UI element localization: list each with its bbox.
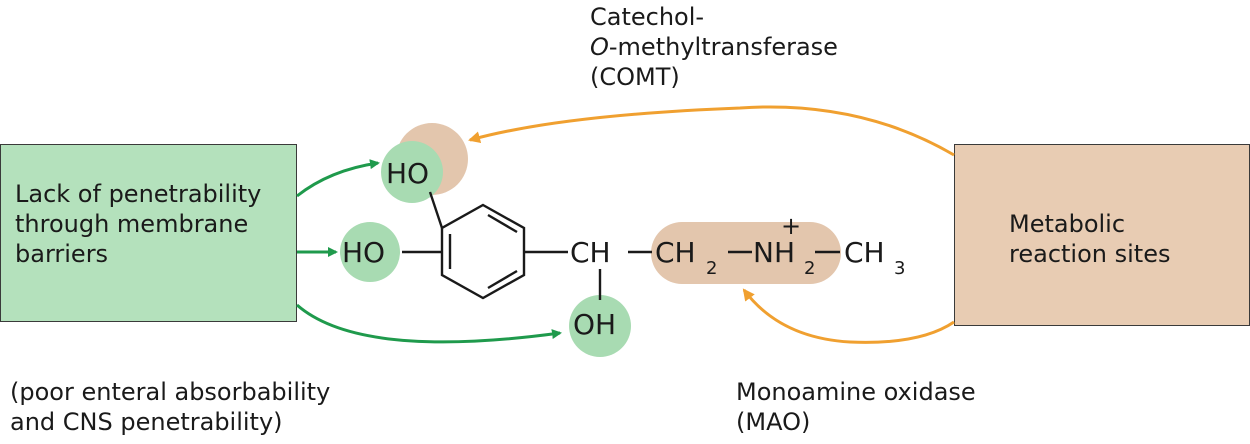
green-arrow-to-ho-top xyxy=(296,159,380,198)
ho-left-highlight xyxy=(340,222,400,282)
molecule-bonds xyxy=(402,191,840,300)
ch3-subscript: 3 xyxy=(894,258,905,279)
membrane-barrier-box: Lack of penetrability through membrane b… xyxy=(0,144,297,322)
mao-label: Monoamine oxidase (MAO) xyxy=(736,377,976,437)
oh-highlight xyxy=(569,295,631,357)
comt-line2-rest: -methyltransferase xyxy=(608,33,838,61)
metabolic-sites-label: Metabolic reaction sites xyxy=(1009,209,1170,269)
bond-ring-ho-top xyxy=(428,191,444,229)
comt-label: Catechol- O-methyltransferase (COMT) xyxy=(590,2,838,92)
ch2-text: CH xyxy=(655,236,696,269)
absorbability-note: (poor enteral absorbability and CNS pene… xyxy=(10,377,330,437)
ho-top-text: HO xyxy=(386,157,429,190)
mao-arrow xyxy=(742,288,955,344)
comt-arrow xyxy=(468,105,955,157)
nh2-text: NH xyxy=(753,236,795,269)
mao-line1: Monoamine oxidase xyxy=(736,378,976,406)
nh2-subscript: 2 xyxy=(804,258,815,279)
benzene-ring xyxy=(440,203,526,300)
comt-line2: O-methyltransferase xyxy=(590,32,838,62)
metabolic-sites-box: Metabolic reaction sites xyxy=(954,144,1250,326)
nh2-charge: + xyxy=(781,212,801,240)
bottom-left-line1: (poor enteral absorbability xyxy=(10,378,331,406)
right-box-line1: Metabolic xyxy=(1009,210,1126,238)
ch3-text: CH xyxy=(844,236,885,269)
ch-text: CH xyxy=(570,236,611,269)
ho-top-highlight xyxy=(381,141,443,203)
bottom-left-line2: and CNS penetrability) xyxy=(10,408,283,436)
left-box-line3: barriers xyxy=(15,240,109,268)
right-box-line2: reaction sites xyxy=(1009,240,1171,268)
left-box-line2: through membrane xyxy=(15,210,249,238)
mao-line2: (MAO) xyxy=(736,408,811,436)
comt-line1: Catechol- xyxy=(590,3,705,31)
green-arrow-to-oh xyxy=(296,303,562,344)
comt-line2-italic: O xyxy=(590,33,609,61)
left-box-line1: Lack of penetrability xyxy=(15,180,262,208)
oh-text: OH xyxy=(573,308,616,341)
membrane-barrier-label: Lack of penetrability through membrane b… xyxy=(15,179,261,269)
ho-left-text: HO xyxy=(342,236,385,269)
ch2-subscript: 2 xyxy=(706,258,717,279)
comt-line3: (COMT) xyxy=(590,63,680,91)
